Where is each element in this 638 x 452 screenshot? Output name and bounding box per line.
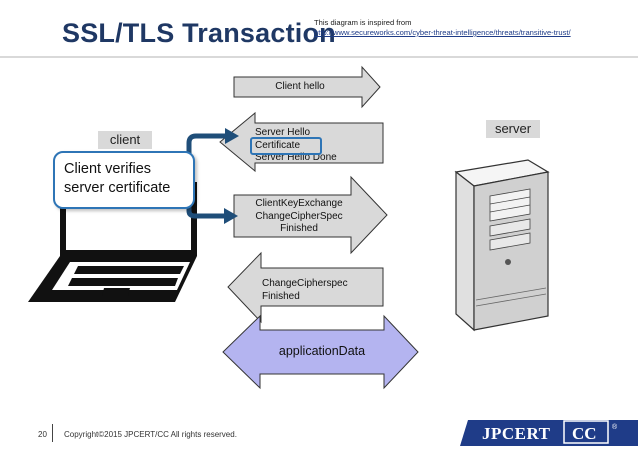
footer-divider xyxy=(52,424,53,442)
slide-title: SSL/TLS Transaction xyxy=(62,18,336,48)
server-hello-line-3: Server Hello Done xyxy=(255,152,337,163)
page-number: 20 xyxy=(38,430,47,439)
server-hello-line-1: Server Hello xyxy=(255,127,311,138)
server-label: server xyxy=(486,120,540,138)
change-cipher-line-2: Finished xyxy=(262,290,300,302)
server-hello-arrow xyxy=(219,111,384,173)
source-note-text: This diagram is inspired from xyxy=(314,18,412,27)
server-hello-text: Server Hello Certificate Server Hello Do… xyxy=(255,127,337,165)
client-key-exchange-arrow xyxy=(233,175,388,255)
client-key-exchange-text: ClientKeyExchange ChangeCipherSpec Finis… xyxy=(238,198,360,236)
server-icon xyxy=(454,159,550,332)
change-cipher-line-1: ChangeCipherspec xyxy=(262,278,348,289)
certificate-highlight xyxy=(250,137,322,155)
source-link[interactable]: http://www.secureworks.com/cyber-threat-… xyxy=(314,28,571,37)
jpcert-logo-cc: CC xyxy=(572,424,597,443)
copyright-text: Copyright©2015 JPCERT/CC All rights rese… xyxy=(64,430,237,439)
client-key-line-1: ClientKeyExchange xyxy=(255,198,343,209)
application-data-text: applicationData xyxy=(278,344,366,358)
jpcert-logo-bg xyxy=(460,420,638,446)
verify-callout: Client verifies server certificate xyxy=(53,151,195,209)
client-key-line-2: ChangeCipherSpec xyxy=(255,210,343,222)
client-hello-text: Client hello xyxy=(275,81,325,92)
server-hello-line-2: Certificate xyxy=(255,139,301,151)
jpcert-logo-text: JPCERT xyxy=(482,424,551,443)
connector-client-key xyxy=(186,200,226,219)
source-note: This diagram is inspired from http://www… xyxy=(314,18,571,38)
header-divider xyxy=(0,56,638,58)
client-label: client xyxy=(98,131,152,149)
registered-mark: ® xyxy=(612,424,618,431)
callout-line-2: server certificate xyxy=(64,180,171,196)
change-cipher-spec-text: ChangeCipherspec Finished xyxy=(262,278,348,303)
client-key-line-3: Finished xyxy=(280,223,318,234)
change-cipher-spec-arrow xyxy=(227,251,384,324)
client-hello-arrow xyxy=(233,65,381,109)
callout-line-1: Client verifies xyxy=(64,161,152,177)
connector-server-hello xyxy=(186,133,230,157)
application-data-arrow xyxy=(222,314,419,390)
